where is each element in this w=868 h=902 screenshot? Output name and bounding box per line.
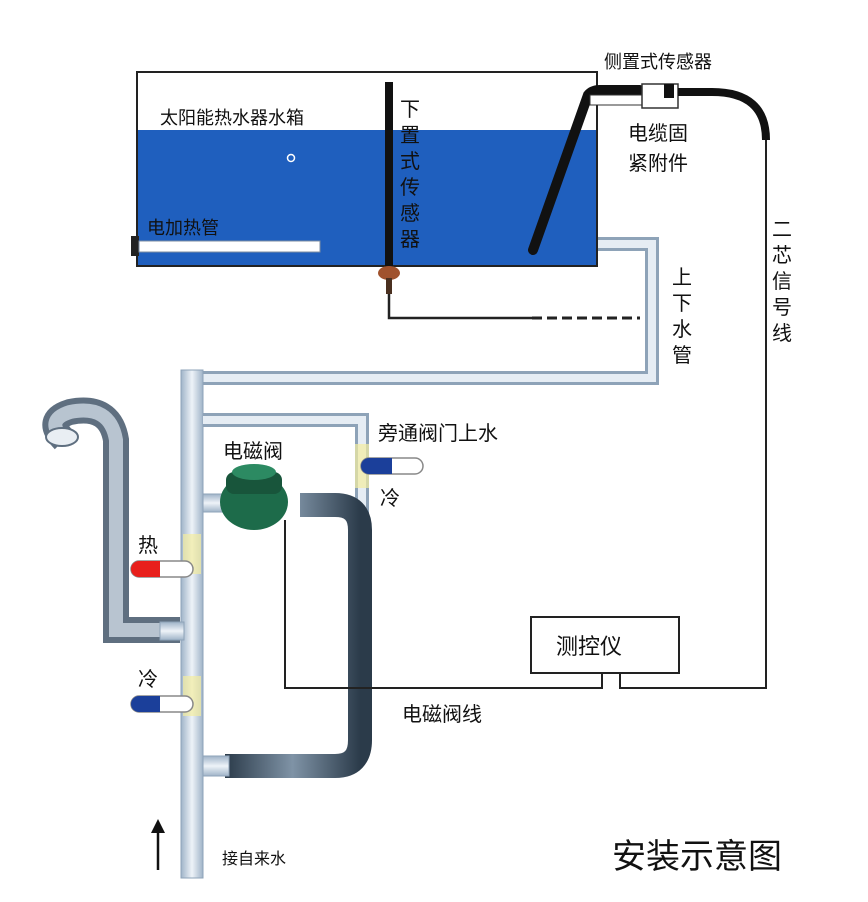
bottom-sensor-char-3: 式 [400,149,420,173]
tank-label: 太阳能热水器水箱 [160,108,304,129]
bottom-sensor-char-1: 下 [400,97,420,121]
signal-wire-char-1: 二 [772,217,792,241]
side-sensor-label: 侧置式传感器 [604,52,712,73]
hot-tap-indicator [130,560,194,578]
heater-tube [131,236,321,256]
pipe-updown-char-1: 上 [672,265,692,289]
bottom-sensor-label: 下 置 式 传 感 器 [400,97,426,251]
cable-clamp-label-2: 紧附件 [628,151,688,175]
hot-water-hose [42,397,180,643]
controller-label: 测控仪 [556,635,622,660]
solenoid-valve [202,464,288,530]
bypass-cold-label: 冷 [380,486,400,510]
signal-wire-char-5: 线 [772,321,792,345]
hot-label: 热 [138,533,158,557]
water-inlet-label: 接自来水 [222,849,286,868]
pipe-updown-char-2: 下 [672,291,692,315]
valve-hose [202,493,372,778]
bypass-valve-label: 旁通阀门上水 [378,421,498,445]
signal-wire-label: 二 芯 信 号 线 [772,217,798,345]
cold-label: 冷 [138,667,158,691]
valve-wire [284,520,603,689]
bottom-sensor-rod [378,82,640,320]
bottom-sensor-char-6: 器 [400,227,420,251]
pipe-updown-char-3: 水 [672,317,692,341]
heater-label: 电加热管 [147,218,219,239]
bottom-sensor-char-5: 感 [400,201,420,225]
pipe-updown-label: 上 下 水 管 [672,265,698,367]
pipe-updown-char-4: 管 [672,343,692,367]
controller-box [530,616,680,674]
bottom-sensor-char-2: 置 [400,123,420,147]
signal-wire-char-2: 芯 [772,243,792,267]
signal-wire-char-3: 信 [772,269,792,293]
bypass-cold-tap-indicator [360,457,424,475]
cable-clamp-label-1: 电缆固 [628,121,688,145]
side-sensor-assembly [528,83,770,689]
diagram-title: 安装示意图 [612,837,782,877]
valve-wire-label: 电磁阀线 [402,702,482,726]
cold-tap-indicator [130,695,194,713]
signal-wire-char-4: 号 [772,295,792,319]
solenoid-valve-label: 电磁阀 [223,439,283,463]
bottom-sensor-char-4: 传 [400,175,420,199]
up-down-water-pipe [190,237,659,385]
arrow-up-icon [151,819,165,870]
